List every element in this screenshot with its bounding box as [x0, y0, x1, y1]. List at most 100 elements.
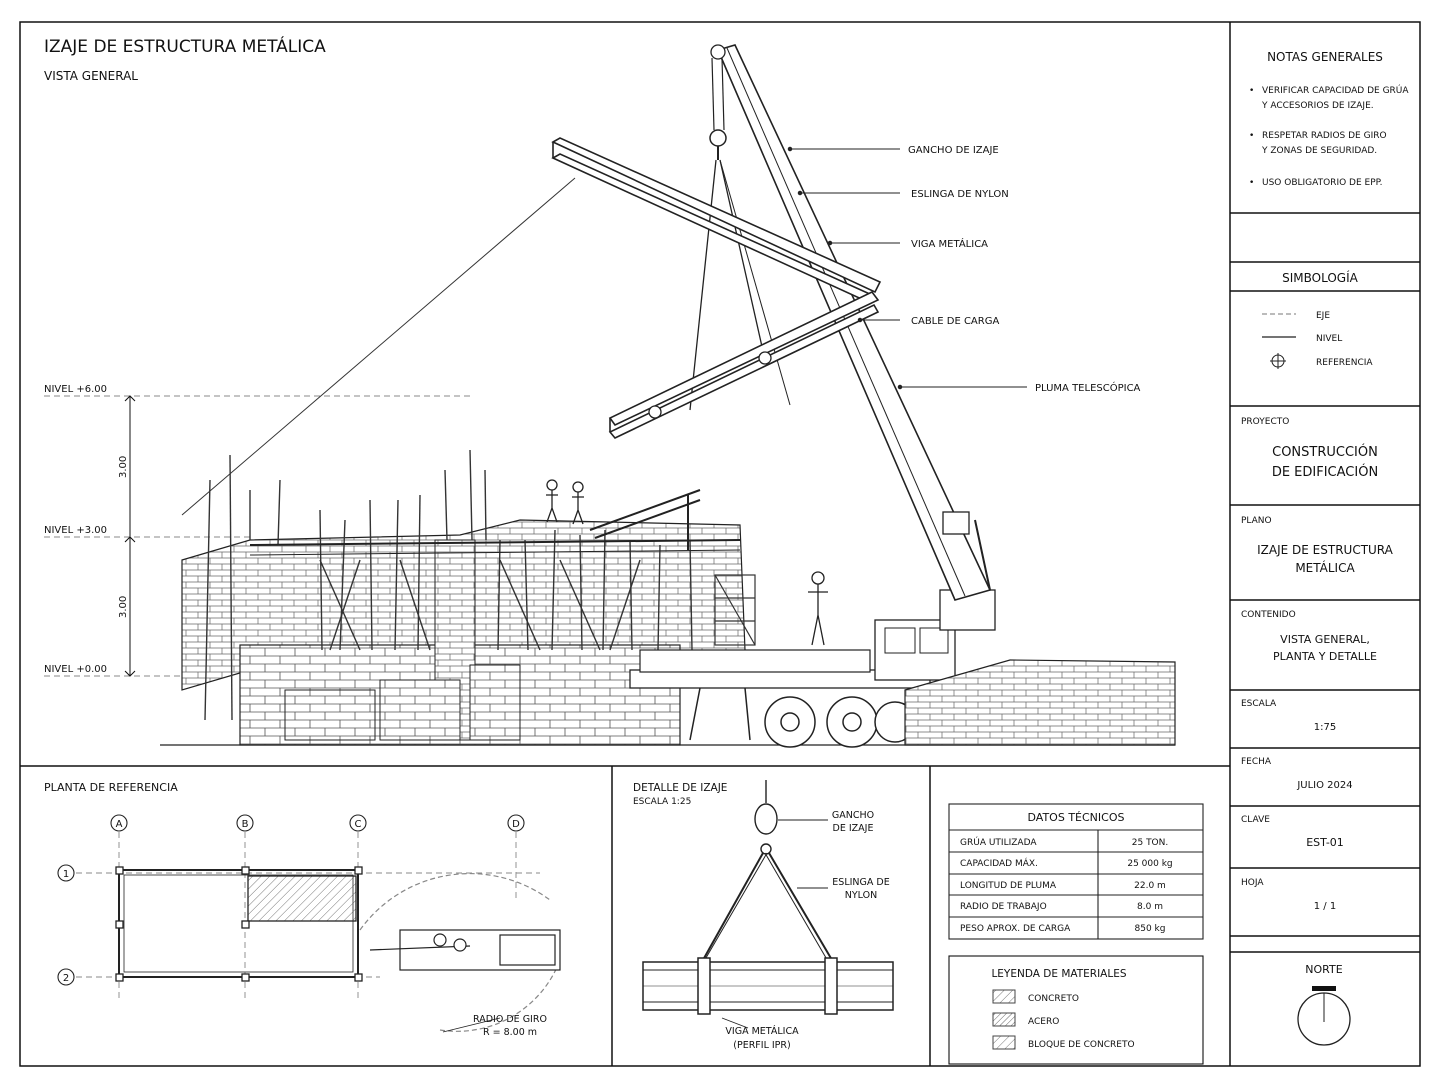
fecha-value: JULIO 2024: [1296, 780, 1352, 791]
tech-row-5-value: 850 kg: [1135, 924, 1166, 934]
tech-row-3-value: 22.0 m: [1134, 881, 1166, 891]
note-1-line-1: VERIFICAR CAPACIDAD DE GRÚA: [1262, 84, 1409, 96]
plano-line-1: IZAJE DE ESTRUCTURA: [1257, 543, 1394, 557]
callout-load-cable: CABLE DE CARGA: [911, 316, 999, 327]
note-2-line-1: RESPETAR RADIOS DE GIRO: [1262, 131, 1387, 141]
tech-row-2-value: 25 000 kg: [1127, 859, 1172, 869]
axis-label-d: D: [512, 819, 520, 830]
detail-sling-label-2: NYLON: [845, 890, 877, 901]
level-label-0: NIVEL +0.00: [44, 664, 107, 675]
sheet-border: [19, 21, 1421, 1067]
plan-radius-label-2: R = 8.00 m: [483, 1027, 537, 1038]
tech-row-4-label: RADIO DE TRABAJO: [960, 902, 1047, 912]
level-lines: [44, 395, 470, 677]
svg-text:•: •: [1249, 86, 1254, 96]
note-2-line-2: Y ZONAS DE SEGURIDAD.: [1261, 146, 1377, 156]
legend-title: LEYENDA DE MATERIALES: [991, 968, 1126, 980]
tech-row-1-label: GRÚA UTILIZADA: [960, 836, 1037, 848]
symbology-reference: REFERENCIA: [1316, 358, 1373, 368]
axis-label-c: C: [355, 819, 362, 830]
plan-building: [115, 866, 363, 982]
proyecto-label: PROYECTO: [1241, 417, 1289, 427]
hoja-label: HOJA: [1241, 878, 1264, 888]
symbology-list: EJE NIVEL REFERENCIA: [1262, 311, 1373, 369]
building-illustration: [160, 177, 1175, 746]
steel-beam-illustration: [551, 137, 882, 439]
proyecto-line-2: DE EDIFICACIÓN: [1272, 464, 1378, 480]
contenido-label: CONTENIDO: [1241, 610, 1296, 620]
plano-label: PLANO: [1241, 516, 1272, 526]
detail-sling: [702, 852, 833, 964]
tech-row-5-label: PESO APROX. DE CARGA: [960, 924, 1071, 934]
legend-block: BLOQUE DE CONCRETO: [1028, 1040, 1135, 1050]
detail-beam-label-2: (PERFIL IPR): [733, 1040, 790, 1051]
notes-list: • VERIFICAR CAPACIDAD DE GRÚA Y ACCESORI…: [1249, 84, 1409, 188]
clave-value: EST-01: [1306, 836, 1344, 849]
legend-swatch-block: [992, 1035, 1016, 1050]
tech-row-4-value: 8.0 m: [1137, 902, 1163, 912]
fecha-label: FECHA: [1241, 757, 1272, 767]
plan-title: PLANTA DE REFERENCIA: [44, 781, 178, 794]
legend-steel: ACERO: [1028, 1017, 1059, 1027]
level-label-6: NIVEL +6.00: [44, 384, 107, 395]
note-3-line-1: USO OBLIGATORIO DE EPP.: [1262, 178, 1383, 188]
callout-boom: PLUMA TELESCÓPICA: [1035, 381, 1141, 394]
plan-radius-label-1: RADIO DE GIRO: [473, 1014, 547, 1025]
callout-sling: ESLINGA DE NYLON: [911, 189, 1009, 200]
axis-label-b: B: [242, 819, 249, 830]
level-label-3: NIVEL +3.00: [44, 525, 107, 536]
axis-label-1: 1: [63, 869, 69, 880]
plan-crane-truck: [359, 872, 561, 1032]
notes-title: NOTAS GENERALES: [1267, 50, 1383, 64]
clave-label: CLAVE: [1241, 815, 1270, 825]
symbology-axis: EJE: [1316, 311, 1330, 321]
drawing-subtitle: VISTA GENERAL: [44, 69, 138, 83]
callout-hook: GANCHO DE IZAJE: [908, 145, 999, 156]
callout-beam: VIGA METÁLICA: [911, 237, 988, 250]
north-arrow-icon: [1297, 986, 1351, 1046]
axis-label-a: A: [116, 819, 123, 830]
axis-bubble-d: [507, 814, 525, 832]
detail-title: DETALLE DE IZAJE: [633, 782, 727, 794]
axis-bubble-2: [57, 968, 75, 986]
north-label: NORTE: [1305, 963, 1342, 976]
drawing-title: IZAJE DE ESTRUCTURA METÁLICA: [44, 35, 326, 57]
axis-bubble-1: [57, 864, 75, 882]
detail-hook-icon: [754, 780, 778, 855]
tech-row-2-label: CAPACIDAD MÁX.: [960, 857, 1038, 869]
escala-value: 1:75: [1314, 722, 1336, 733]
tech-row-3-label: LONGITUD DE PLUMA: [960, 881, 1057, 891]
materials-legend: [948, 955, 1204, 1065]
detail-hook-label-2: DE IZAJE: [833, 823, 874, 834]
svg-text:•: •: [1249, 178, 1254, 188]
plano-line-2: METÁLICA: [1295, 560, 1355, 575]
detail-beam: [642, 957, 894, 1015]
symbology-title: SIMBOLOGÍA: [1282, 270, 1359, 285]
axis-bubble-c: [349, 814, 367, 832]
svg-text:•: •: [1249, 131, 1254, 141]
proyecto-line-1: CONSTRUCCIÓN: [1272, 444, 1378, 460]
legend-swatch-steel: [992, 1012, 1016, 1027]
detail-scale: ESCALA 1:25: [633, 797, 691, 807]
level-dim-upper: 3.00: [118, 456, 129, 478]
axis-bubble-b: [236, 814, 254, 832]
contenido-line-1: VISTA GENERAL,: [1280, 633, 1370, 646]
escala-label: ESCALA: [1241, 699, 1277, 709]
contenido-line-2: PLANTA Y DETALLE: [1273, 650, 1377, 663]
tech-title: DATOS TÉCNICOS: [1028, 811, 1125, 824]
axis-bubble-a: [110, 814, 128, 832]
legend-concrete: CONCRETO: [1028, 994, 1079, 1004]
tech-row-1-value: 25 TON.: [1132, 838, 1169, 848]
note-1-line-2: Y ACCESORIOS DE IZAJE.: [1261, 101, 1374, 111]
tech-data-table: [948, 803, 1204, 940]
reference-symbol-icon: [1270, 353, 1286, 369]
callout-leaders: [787, 146, 1027, 390]
legend-swatch-concrete: [992, 989, 1016, 1004]
detail-sling-label-1: ESLINGA DE: [832, 877, 889, 888]
axis-label-2: 2: [63, 973, 69, 984]
hoja-value: 1 / 1: [1314, 901, 1336, 912]
level-dim-lower: 3.00: [118, 596, 129, 618]
detail-beam-label-1: VIGA METÁLICA: [725, 1025, 799, 1037]
